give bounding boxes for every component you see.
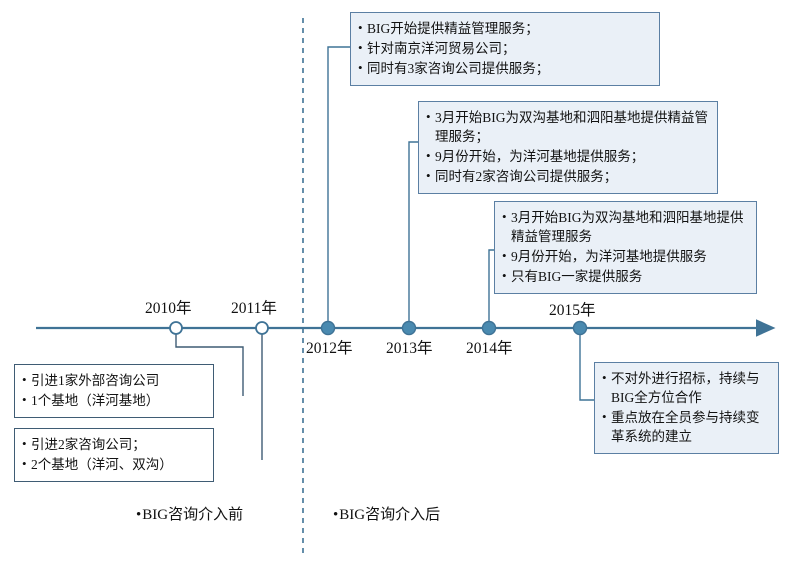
callout-2010-item-2: 1个基地（洋河基地） bbox=[22, 390, 205, 410]
year-label-2010: 2010年 bbox=[145, 300, 192, 317]
callout-2011-item-2: 2个基地（洋河、双沟） bbox=[22, 454, 205, 474]
callout-2013-item-3: 同时有2家咨询公司提供服务； bbox=[426, 166, 709, 186]
legend-before-big: BIG咨询介入前 bbox=[136, 503, 243, 524]
year-label-2015: 2015年 bbox=[549, 302, 596, 319]
callout-2010-list: 引进1家外部咨询公司 1个基地（洋河基地） bbox=[22, 370, 205, 410]
callout-2015-item-1: 不对外进行招标，持续与BIG全方位合作 bbox=[602, 368, 770, 407]
callout-2014-list: 3月开始BIG为双沟基地和泗阳基地提供精益管理服务 9月份开始，为洋河基地提供服… bbox=[502, 207, 748, 286]
callout-box-2012: BIG开始提供精益管理服务； 针对南京洋河贸易公司； 同时有3家咨询公司提供服务… bbox=[350, 12, 660, 86]
callout-2015-list: 不对外进行招标，持续与BIG全方位合作 重点放在全员参与持续变革系统的建立 bbox=[602, 368, 770, 446]
connector-2015 bbox=[579, 332, 594, 401]
callout-2010-item-1: 引进1家外部咨询公司 bbox=[22, 370, 205, 390]
timeline-marker-2012[interactable] bbox=[320, 320, 336, 336]
callout-2014-item-2: 9月份开始，为洋河基地提供服务 bbox=[502, 246, 748, 266]
timeline-marker-2013[interactable] bbox=[401, 320, 417, 336]
year-label-2012: 2012年 bbox=[306, 340, 353, 357]
callout-box-2014: 3月开始BIG为双沟基地和泗阳基地提供精益管理服务 9月份开始，为洋河基地提供服… bbox=[494, 201, 757, 294]
callout-2012-item-1: BIG开始提供精益管理服务； bbox=[358, 18, 651, 38]
timeline-marker-2014[interactable] bbox=[481, 320, 497, 336]
connector-2012 bbox=[327, 46, 350, 326]
callout-2014-item-3: 只有BIG一家提供服务 bbox=[502, 266, 748, 286]
year-label-2014: 2014年 bbox=[466, 340, 513, 357]
year-label-2013: 2013年 bbox=[386, 340, 433, 357]
callout-box-2013: 3月开始BIG为双沟基地和泗阳基地提供精益管理服务； 9月份开始，为洋河基地提供… bbox=[418, 101, 718, 194]
callout-2013-item-2: 9月份开始，为洋河基地提供服务； bbox=[426, 146, 709, 166]
callout-2012-item-3: 同时有3家咨询公司提供服务； bbox=[358, 58, 651, 78]
timeline-marker-2015[interactable] bbox=[572, 320, 588, 336]
callout-2011-list: 引进2家咨询公司； 2个基地（洋河、双沟） bbox=[22, 434, 205, 474]
callout-box-2015: 不对外进行招标，持续与BIG全方位合作 重点放在全员参与持续变革系统的建立 bbox=[594, 362, 779, 454]
timeline-marker-2011[interactable] bbox=[255, 321, 269, 335]
timeline-marker-2010[interactable] bbox=[169, 321, 183, 335]
callout-box-2010: 引进1家外部咨询公司 1个基地（洋河基地） bbox=[14, 364, 214, 418]
callout-2012-item-2: 针对南京洋河贸易公司； bbox=[358, 38, 651, 58]
callout-2012-list: BIG开始提供精益管理服务； 针对南京洋河贸易公司； 同时有3家咨询公司提供服务… bbox=[358, 18, 651, 78]
year-label-2011: 2011年 bbox=[231, 300, 277, 317]
callout-2015-item-2: 重点放在全员参与持续变革系统的建立 bbox=[602, 407, 770, 446]
callout-2014-item-1: 3月开始BIG为双沟基地和泗阳基地提供精益管理服务 bbox=[502, 207, 748, 246]
callout-box-2011: 引进2家咨询公司； 2个基地（洋河、双沟） bbox=[14, 428, 214, 482]
callout-2013-item-1: 3月开始BIG为双沟基地和泗阳基地提供精益管理服务； bbox=[426, 107, 709, 146]
connector-2013 bbox=[408, 141, 418, 326]
callout-2011-item-1: 引进2家咨询公司； bbox=[22, 434, 205, 454]
callout-2013-list: 3月开始BIG为双沟基地和泗阳基地提供精益管理服务； 9月份开始，为洋河基地提供… bbox=[426, 107, 709, 186]
legend-after-big: BIG咨询介入后 bbox=[333, 503, 440, 524]
